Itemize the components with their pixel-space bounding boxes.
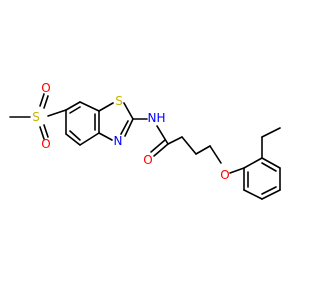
bond-C-O — [153, 143, 169, 157]
bond-NH-C — [156, 125, 169, 145]
atom-label-O-sulfonyl-bottom: O — [41, 137, 50, 151]
atom-label-O-carbonyl: O — [143, 153, 152, 167]
atom-label-S-thiazole: S — [115, 94, 123, 108]
bond-ph-3 — [261, 189, 281, 200]
atom-label-S-sulfonyl: S — [32, 110, 40, 124]
bond-S-O-bottom-double — [43, 124, 49, 138]
bond-chain-4 — [209, 145, 222, 164]
bond-chain-3 — [195, 145, 211, 155]
molecule-structure: O S O S N H N O O — [9, 81, 281, 200]
bond-chain-2 — [181, 136, 197, 155]
bond-ph-5 — [261, 157, 281, 169]
bond-benz-1 — [65, 101, 81, 111]
atom-label-O-sulfonyl-top: O — [41, 81, 50, 95]
bond-thz-S1 — [98, 102, 114, 112]
atom-label-H-amide: H — [156, 111, 165, 125]
bond-benz-inner-3 — [69, 130, 81, 141]
bond-S-O-top-double — [43, 95, 49, 109]
atom-label-N-thiazole: N — [114, 134, 123, 148]
bond-thz-S2 — [123, 102, 134, 120]
bond-C-O-double — [150, 139, 166, 153]
bond-benz-inner-1 — [69, 106, 81, 114]
atom-label-N-amide: N — [148, 111, 157, 125]
bond-S-O-bottom — [39, 126, 45, 140]
bond-ph-2 — [243, 189, 263, 200]
bond-ethyl-2 — [261, 127, 281, 138]
bond-thz-C2-N-double — [120, 120, 129, 135]
bond-benz-4 — [79, 132, 100, 146]
bond-thz-N-C3a — [98, 132, 113, 141]
bond-ph-inner-3 — [261, 162, 277, 172]
bond-ph-6 — [243, 157, 263, 169]
bond-S-ring — [47, 109, 67, 117]
bond-ph-inner-2 — [261, 186, 277, 195]
structure-canvas: O S O S N H N O O — [9, 81, 281, 200]
atom-label-O-ether: O — [220, 168, 229, 182]
bond-benz-5 — [65, 133, 81, 146]
bond-benz-2 — [79, 101, 100, 112]
bond-chain-1 — [167, 136, 183, 145]
bond-thz-C2-N — [124, 118, 134, 137]
bond-S-O-top — [39, 93, 45, 107]
bond-O-ring — [229, 167, 245, 174]
